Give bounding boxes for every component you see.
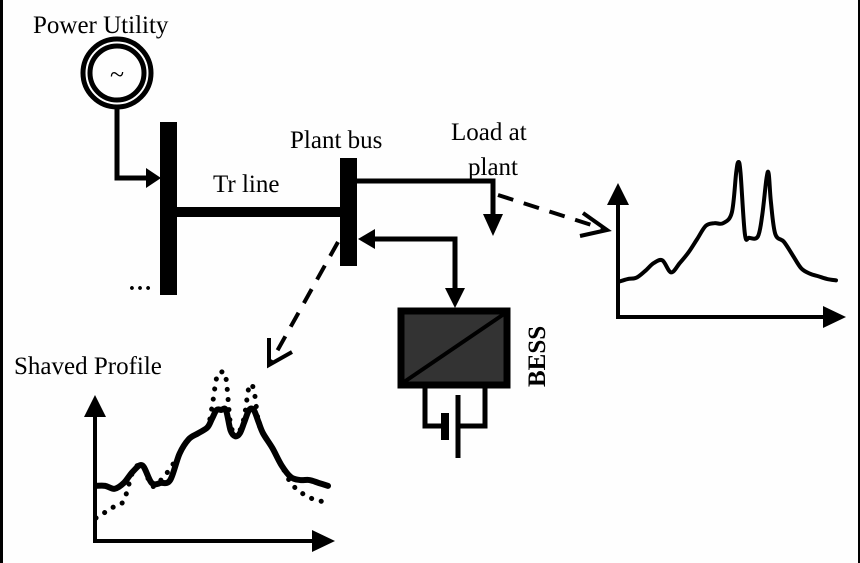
utility-bus <box>160 122 177 295</box>
plant-bus <box>340 158 357 266</box>
generator-icon: ~ <box>80 36 154 110</box>
shaved-chart-series-original <box>93 369 331 521</box>
converter-icon <box>397 307 511 389</box>
shaved-chart-x-arrow-icon <box>312 530 335 552</box>
load-label-line2: plant <box>468 154 518 181</box>
shaved-profile-pointer <box>267 241 340 369</box>
bess-label: BESS <box>524 326 551 387</box>
utility-feed-arrow-icon <box>146 168 161 188</box>
plant-bus-label: Plant bus <box>290 127 382 154</box>
load-arrow-icon <box>483 214 503 236</box>
power-utility-label: Power Utility <box>33 12 169 39</box>
load-chart <box>607 159 846 328</box>
shaved-chart <box>84 369 335 552</box>
load-chart-x-arrow-icon <box>823 306 846 328</box>
load-profile-pointer <box>497 193 612 238</box>
ac-source-symbol: ~ <box>110 60 124 89</box>
shaved-profile-label: Shaved Profile <box>14 353 162 380</box>
tr-line-label: Tr line <box>213 171 279 198</box>
bess-feeder-line <box>372 236 458 288</box>
ellipsis-label: … <box>128 270 152 296</box>
load-chart-series-load <box>617 159 838 284</box>
shaved-chart-series-shaved <box>93 405 331 492</box>
bess-to-bus-arrow-icon <box>358 229 375 249</box>
load-label-line1: Load at <box>451 119 527 146</box>
utility-feed-line <box>114 107 148 181</box>
shaved-chart-y-arrow-icon <box>84 395 106 417</box>
transmission-line <box>177 207 341 217</box>
battery-icon <box>422 387 488 458</box>
bus-to-bess-arrow-icon <box>445 288 465 308</box>
load-feeder-line <box>357 178 496 218</box>
load-chart-y-arrow-icon <box>607 183 629 205</box>
